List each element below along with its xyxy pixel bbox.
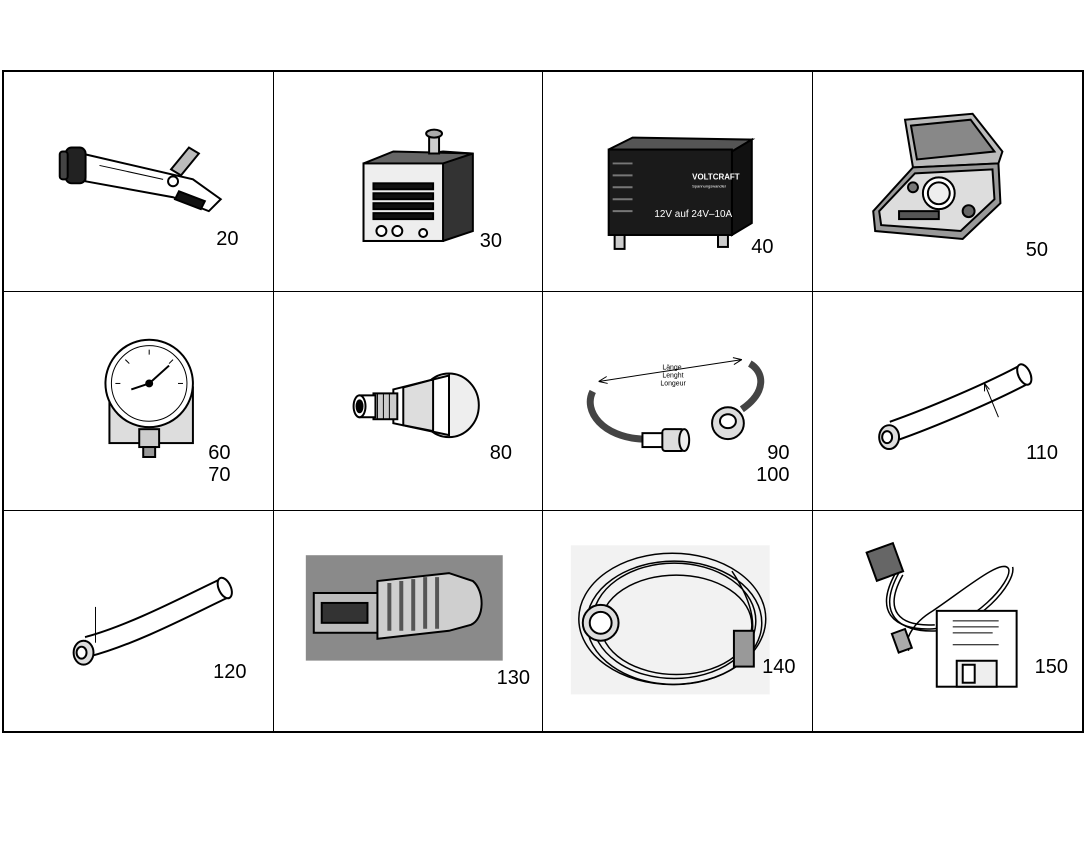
part-number: 130 <box>496 667 530 690</box>
part-number: 110 <box>1026 441 1058 464</box>
part-cell-140: 140 <box>543 511 813 731</box>
part-number: 30 <box>479 230 502 252</box>
parts-grid: 20 30 <box>2 70 1084 733</box>
voltage-converter-icon: VOLTCRAFT Spannungswandler 12V auf 24V–1… <box>607 136 756 250</box>
part-cell-30: 30 <box>273 72 543 292</box>
part-number: 150 <box>1034 656 1068 679</box>
adapter-fitting-icon <box>352 372 480 438</box>
part-cell-130: 130 <box>274 511 543 731</box>
power-supply-icon <box>362 128 474 242</box>
refractometer-icon <box>58 146 223 213</box>
part-number: 120 <box>213 661 247 684</box>
hose-icon <box>72 577 233 666</box>
part-cell-50: 50 <box>812 72 1082 292</box>
part-cell-150: 150 <box>813 511 1083 731</box>
length-label: Longeur <box>660 380 686 387</box>
part-cell-110: 110 <box>812 292 1082 512</box>
pressure-gauge-icon <box>104 338 194 458</box>
part-number: 50 <box>1025 239 1048 261</box>
length-label: Länge <box>662 364 681 371</box>
part-number: 140 <box>762 656 796 679</box>
hose-with-couplings-icon: Länge Lenght Longeur <box>586 356 765 452</box>
label-text: 12V auf 24V–10A <box>654 209 732 220</box>
cable-harness-icon <box>570 545 770 695</box>
part-number: 20 <box>216 228 239 250</box>
test-kit-case-icon <box>871 112 1004 241</box>
brand-text: VOLTCRAFT <box>692 172 740 181</box>
part-number: 80 <box>489 441 512 464</box>
part-cell-40: VOLTCRAFT Spannungswandler 12V auf 24V–1… <box>543 72 813 292</box>
usb-stick-icon <box>305 555 503 661</box>
part-cell-20: 20 <box>4 72 274 292</box>
part-number: 40 <box>751 236 774 258</box>
part-cell-80: 80 <box>273 291 543 512</box>
sub-text: Spannungswandler <box>692 183 727 188</box>
part-cell-120: 120 <box>4 511 274 731</box>
length-label: Lenght <box>662 372 683 379</box>
hose-icon <box>877 362 1032 450</box>
interface-cable-and-disk-icon <box>864 542 1018 689</box>
